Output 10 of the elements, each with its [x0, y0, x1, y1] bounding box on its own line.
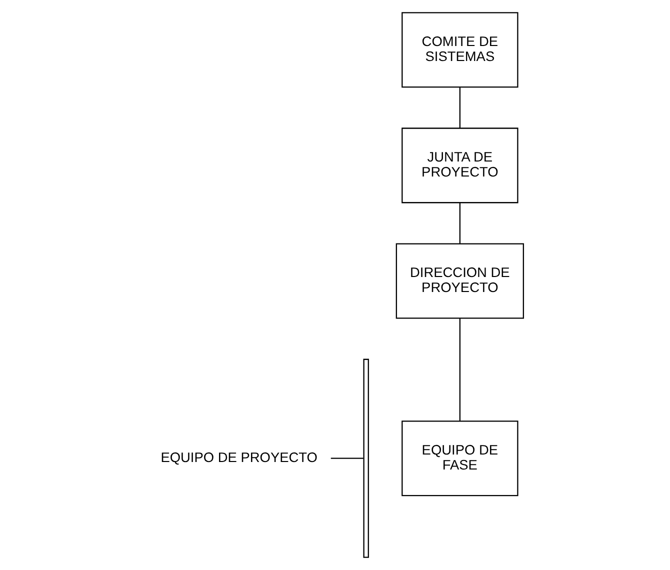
connector [458, 202, 460, 244]
node-text: EQUIPO DE PROYECTO [160, 450, 317, 465]
node-box: JUNTA DE PROYECTO [401, 128, 518, 204]
node-box: EQUIPO DE FASE [401, 420, 518, 496]
connector [330, 458, 363, 459]
node-box: DIRECCION DE PROYECTO [395, 243, 524, 319]
connector [458, 87, 460, 128]
connector [458, 318, 460, 421]
node-bar [362, 358, 368, 558]
node-box: COMITE DE SISTEMAS [401, 12, 518, 88]
